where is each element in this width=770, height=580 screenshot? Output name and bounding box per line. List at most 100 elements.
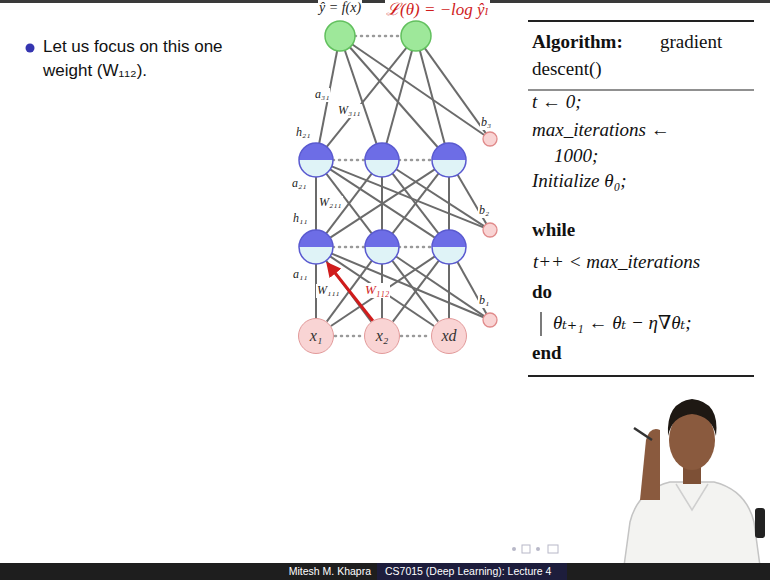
footer-bar [0,563,770,580]
algorithm-keyword: Algorithm: [532,28,623,55]
footer-band [0,563,770,580]
weight-line [330,169,435,237]
bias-node [483,132,497,146]
bias-node [483,313,497,327]
weight-label: W₁₁₁ [316,284,341,298]
weight-line [332,254,484,318]
neuron-outline [432,230,466,264]
pre-activation-half [432,143,466,160]
algorithm-box: Algorithm:gradient descent() t ← 0;max_it… [528,20,754,378]
nav-icon [536,547,540,551]
input-neuron: x₂ [364,318,400,354]
pre-activation-label: a₃₁ [314,88,330,102]
lecturer-hair [668,399,717,436]
neural-network [299,21,497,336]
lecturer-collar [676,484,708,510]
activation-half [432,247,466,264]
input-label: x₂ [376,327,389,345]
algorithm-line: t ← 0; [532,89,582,115]
weight-line [330,169,435,237]
neuron-outline [299,143,333,177]
neuron-outline [432,143,466,177]
hidden-neuron [299,143,333,177]
lecturer-video [624,399,765,566]
weight-line [345,50,377,144]
nav-icon [548,545,558,553]
input-label: xd [441,327,456,345]
ellipsis-dots [333,246,365,249]
footer-author: Mitesh M. Khapra [288,565,372,577]
activation-label: h₂₁ [295,126,311,140]
neuron-outline [299,230,333,264]
algorithm-line: t++ < max_iterations [533,249,700,275]
bullet-text: Let us focus on this one weight (W₁₁₂). [42,35,272,83]
footer-course: CS7015 (Deep Learning): Lecture 4 [384,565,552,577]
pre-activation-half [432,230,466,247]
algorithm-line: max_iterations ← 1000; [532,117,717,169]
bias-label: b₃ [480,116,492,130]
activation-half [365,160,399,177]
hidden-neuron [432,143,466,177]
ellipsis-dots [399,246,432,249]
table-rule [528,20,754,22]
algorithm-keyword: while [532,217,575,243]
weight-label: W₂₁₁ [318,196,343,210]
weight-line [420,50,445,143]
weight-label: W₃₁₁ [337,104,362,118]
input-neuron: xd [431,318,467,354]
activation-half [365,247,399,264]
algorithm-rules [528,21,754,376]
weight-line [332,166,484,227]
algorithm-line: θₜ₊₁ ← θₜ − η∇θₜ; [553,310,692,336]
nav-icon [522,545,530,553]
output-neuron [401,21,431,51]
activation-half [299,160,333,177]
weight-line [386,50,412,143]
bullet-dot [26,44,35,53]
input-neuron: x₁ [298,318,334,354]
output-formula: ŷ = f(x) [318,0,362,16]
algorithm-keyword: end [532,340,562,366]
weight-line [315,177,317,230]
ellipsis-dots [333,159,365,162]
ellipsis-dots [355,35,401,38]
footer-band [377,563,567,580]
bias-node [483,223,497,237]
ellipsis-dots [401,335,430,338]
pre-activation-half [299,143,333,160]
nav-icon [512,547,516,551]
neuron-outline [365,143,399,177]
activation-label: h₁₁ [292,212,308,226]
loss-formula: ℒ(θ) = −log ŷₗ [385,0,490,20]
hidden-neuron [299,230,333,264]
output-neuron [325,21,355,51]
bias-label: b₁ [478,294,490,308]
neuron-outline [365,230,399,264]
bias-label: b₂ [478,204,490,218]
table-rule [528,375,754,377]
weight-line [425,48,486,133]
algorithm-line: Initialize θ₀; [532,168,627,194]
table-rule [528,89,754,90]
hidden-neuron [365,143,399,177]
activation-half [432,160,466,177]
microphone [755,508,765,538]
nav-icons [512,545,558,553]
weight-line [350,47,438,147]
hidden-neuron [432,230,466,264]
weight-line [352,44,484,135]
pre-activation-label: a₂₁ [291,177,307,191]
algorithm-name: gradient descent() [532,28,750,82]
ellipsis-dots [399,159,432,162]
hidden-neuron [365,230,399,264]
weight-line [330,256,434,326]
block-bar [540,312,541,336]
ellipsis-dots [335,335,363,338]
highlighted-weight-label: W₁₁₂ [364,283,390,298]
pre-activation-label: a₁₁ [292,268,308,282]
lecturer-pen [634,428,652,440]
input-label: x₁ [310,327,323,345]
activation-half [299,247,333,264]
algorithm-keyword: do [532,279,552,305]
